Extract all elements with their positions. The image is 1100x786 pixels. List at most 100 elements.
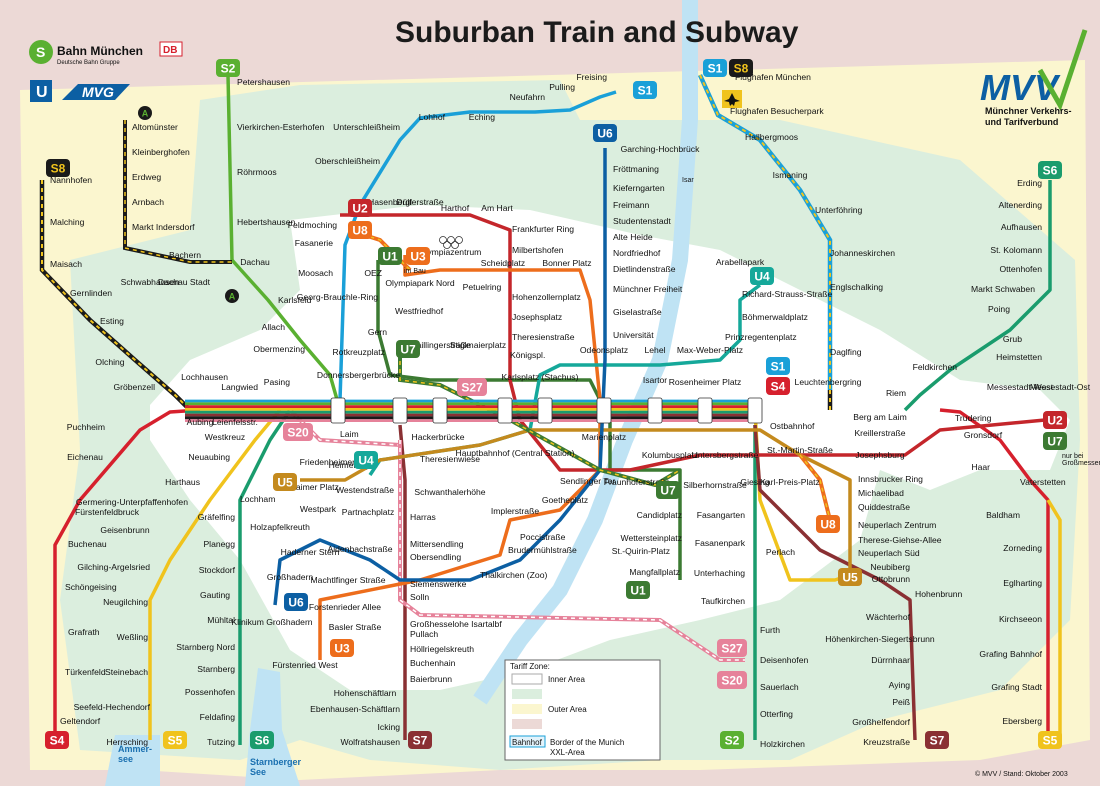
station-label[interactable]: Friedenheimer Str. (300, 457, 371, 467)
station-label[interactable]: Aufhausen (1001, 222, 1042, 232)
station-label[interactable]: Gröbenzell (113, 382, 155, 392)
station-label[interactable]: Münchner Freiheit (613, 284, 683, 294)
station-label[interactable]: Großhelfendorf (852, 717, 910, 727)
station-label[interactable]: Riem (886, 388, 906, 398)
station-label[interactable]: Tutzing (207, 737, 235, 747)
station-label[interactable]: Eichenau (67, 452, 103, 462)
line-badge-u2[interactable] (348, 199, 372, 217)
station-label[interactable]: Laimer Platz (291, 482, 339, 492)
station-label[interactable]: Westendstraße (336, 485, 394, 495)
station-label[interactable]: Gilching-Argelsried (77, 562, 150, 572)
station-label[interactable]: Grafing Bahnhof (979, 649, 1042, 659)
station-label[interactable]: Studentenstadt (613, 216, 671, 226)
station-label[interactable]: Holzkirchen (760, 739, 805, 749)
line-badge-u8[interactable] (348, 221, 372, 239)
station-label[interactable]: Neuaubing (188, 452, 230, 462)
station-label[interactable]: Kreuzstraße (863, 737, 910, 747)
station-label[interactable]: Quiddestraße (858, 502, 910, 512)
station-label[interactable]: Markt Indersdorf (132, 222, 195, 232)
station-label[interactable]: Berg am Laim (853, 412, 907, 422)
station-label[interactable]: Baldham (986, 510, 1020, 520)
station-label[interactable]: Possenhofen (185, 687, 235, 697)
station-label[interactable]: Ottobrunn (872, 574, 910, 584)
station-label[interactable]: Obermenzing (253, 344, 305, 354)
station-label[interactable]: Harthaus (165, 477, 200, 487)
station-label[interactable]: Icking (378, 722, 401, 732)
station-label[interactable]: Karlsplatz (Stachus) (502, 372, 579, 382)
station-label[interactable]: Nordfriedhof (613, 248, 661, 258)
station-label[interactable]: Wächterhof (866, 612, 911, 622)
station-label[interactable]: Grafing Stadt (991, 682, 1042, 692)
station-label[interactable]: Therese-Giehse-Allee (858, 535, 942, 545)
station-label[interactable]: Altenerding (999, 200, 1043, 210)
station-label[interactable]: Dürrnhaar (871, 655, 910, 665)
station-label[interactable]: Westkreuz (205, 432, 245, 442)
station-label[interactable]: Hauptbahnhof (Central Station) (456, 448, 575, 458)
line-badge-u3[interactable] (406, 247, 430, 265)
station-label[interactable]: St. Kolomann (990, 245, 1042, 255)
line-badge-s20[interactable] (283, 423, 313, 441)
station-label[interactable]: Dachau (240, 257, 270, 267)
station-label[interactable]: Bachern (169, 250, 201, 260)
station-label[interactable]: Johanneskirchen (830, 248, 895, 258)
line-badge-s1[interactable] (766, 357, 790, 375)
station-label[interactable]: Hebertshausen (237, 217, 296, 227)
station-label[interactable]: Heimeranpl. (329, 460, 375, 470)
station-label[interactable]: Höhenkirchen-Siegertsbrunn (825, 634, 935, 644)
station-label[interactable]: Unterhaching (694, 568, 745, 578)
station-label[interactable]: Unterschleißheim (333, 122, 400, 132)
station-label[interactable]: Englschalking (830, 282, 883, 292)
station-label[interactable]: Flughafen Besucherpark (730, 106, 824, 116)
station-label[interactable]: Türkenfeld (65, 667, 106, 677)
station-label[interactable]: Sauerlach (760, 682, 799, 692)
line-badge-u1[interactable] (626, 581, 650, 599)
station-label[interactable]: Ebenhausen-Schäftlarn (310, 704, 400, 714)
station-label[interactable]: Erdweg (132, 172, 161, 182)
station-label[interactable]: Unterföhring (815, 205, 863, 215)
line-badge-s8[interactable] (729, 59, 753, 77)
station-label[interactable]: Hallbergmoos (745, 132, 798, 142)
station-label[interactable]: Silberhornstraße (683, 480, 747, 490)
station-label[interactable]: Ebersberg (1002, 716, 1042, 726)
station-label[interactable]: Daglfing (830, 347, 862, 357)
trunk-station-marker[interactable] (647, 397, 663, 424)
station-label[interactable]: Kreillerstraße (854, 428, 905, 438)
station-label[interactable]: Dachau Stadt (158, 277, 211, 287)
trunk-station-marker[interactable] (697, 397, 713, 424)
station-label[interactable]: Prinzregentenplatz (725, 332, 797, 342)
station-label[interactable]: Lehel (644, 345, 665, 355)
station-label[interactable]: Universität (613, 330, 654, 340)
station-label[interactable]: Leienfelsstr. (212, 417, 258, 427)
station-label[interactable]: Lochhausen (181, 372, 228, 382)
station-label[interactable]: Am Hart (481, 203, 513, 213)
station-label[interactable]: Trudering (955, 413, 992, 423)
station-label[interactable]: Max-Weber-Platz (677, 345, 743, 355)
station-label[interactable]: Esting (100, 316, 124, 326)
station-label[interactable]: Gernlinden (70, 288, 112, 298)
station-label[interactable]: Allach (262, 322, 286, 332)
station-label[interactable]: Germering-Unterpfaffenhofen (76, 497, 188, 507)
station-label[interactable]: Langwied (221, 382, 258, 392)
line-badge-u4[interactable] (354, 451, 378, 469)
station-label[interactable]: Erding (1017, 178, 1042, 188)
station-label[interactable]: Röhrmoos (237, 167, 277, 177)
station-label[interactable]: Mühltal (207, 615, 235, 625)
station-label[interactable]: Odeonsplatz (580, 345, 628, 355)
line-badge-u1[interactable] (378, 247, 402, 265)
station-label[interactable]: Stiglmaierplatz (450, 340, 506, 350)
station-label[interactable]: Neuperlach Zentrum (858, 520, 936, 530)
station-label[interactable]: Moosach (298, 268, 333, 278)
station-label[interactable]: Wettersteinplatz (621, 533, 682, 543)
station-label[interactable]: Richard-Strauss-Straße (742, 289, 832, 299)
station-label[interactable]: Deisenhofen (760, 655, 808, 665)
station-label[interactable]: Ostbahnhof (770, 421, 815, 431)
station-label[interactable]: Neuperlach Süd (858, 548, 920, 558)
station-label[interactable]: Furth (760, 625, 780, 635)
station-label[interactable]: Maisach (50, 259, 82, 269)
station-label[interactable]: Ottenhofen (999, 264, 1042, 274)
station-label[interactable]: Schöngeising (65, 582, 117, 592)
station-label[interactable]: Starnberg (197, 664, 235, 674)
line-badge-u7[interactable] (396, 340, 420, 358)
station-label[interactable]: Untersbergstraße (692, 450, 759, 460)
station-label[interactable]: Solln (410, 592, 429, 602)
